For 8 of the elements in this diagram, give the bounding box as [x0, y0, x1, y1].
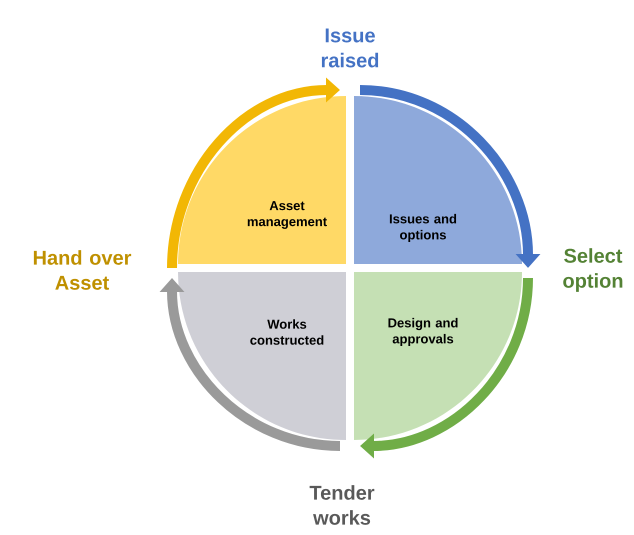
- quadrant: Asset management: [178, 96, 346, 264]
- quadrant: Design and approvals: [354, 272, 522, 440]
- quadrant: Works constructed: [178, 272, 346, 440]
- stage-label: Select option: [563, 248, 622, 292]
- quadrant: Issues and options: [354, 96, 522, 264]
- stage-label: Tender works: [310, 485, 374, 525]
- stage-label: Hand over Asset: [34, 250, 132, 290]
- stage-label: Issue raised: [322, 28, 378, 68]
